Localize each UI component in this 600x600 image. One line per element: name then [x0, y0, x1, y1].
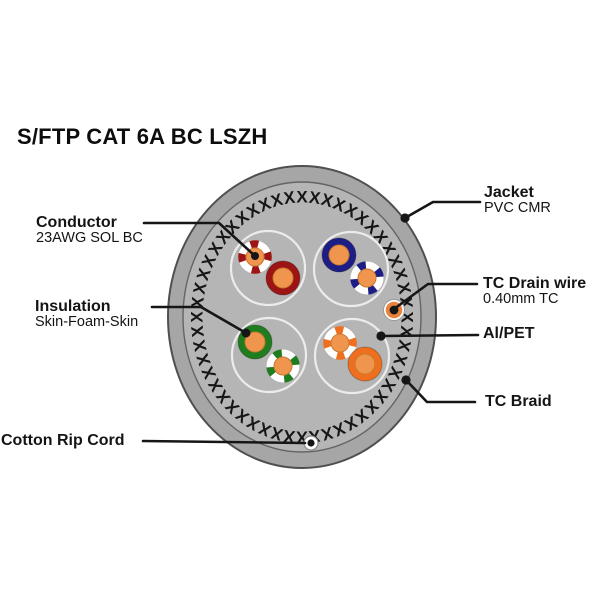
wire-blue-stripe	[349, 260, 385, 296]
conductor-core	[272, 267, 294, 289]
label-insulation-detail: Skin-Foam-Skin	[35, 314, 139, 330]
label-jacket: Jacket PVC CMR	[484, 185, 551, 216]
braid-x-glyph: X	[188, 324, 208, 338]
wire-orange-stripe	[322, 325, 358, 361]
stripe-dashes	[238, 240, 272, 274]
diagram-title: S/FTP CAT 6A BC LSZH	[17, 124, 268, 149]
rip-cord-center	[307, 439, 315, 447]
wire-brown-solid	[265, 260, 301, 296]
dot-jacket	[400, 213, 410, 223]
conductor-core	[354, 353, 376, 375]
wire-blue-solid	[321, 237, 357, 273]
rip-cord	[303, 435, 319, 451]
label-tc-braid-name: TC Braid	[485, 393, 552, 410]
braid-x-glyph: X	[282, 426, 296, 446]
dot-insulation	[241, 328, 251, 338]
conductor-core	[357, 268, 377, 288]
dot-tc-braid	[401, 375, 411, 385]
stripe-dashes	[323, 326, 357, 360]
conductor-core	[244, 331, 266, 353]
braid-x-glyph: X	[188, 311, 207, 323]
label-conductor-name: Conductor	[36, 214, 117, 231]
braid-x-glyph: X	[308, 188, 322, 208]
braid-x-glyph: X	[188, 295, 208, 309]
conductor-core	[273, 356, 293, 376]
label-tc-drain-wire-detail: 0.40mm TC	[483, 291, 559, 307]
leader-lines	[141, 200, 482, 445]
braid-x-glyph: X	[393, 281, 414, 297]
braid-x-glyph: X	[296, 188, 308, 207]
label-tc-drain-wire-name: TC Drain wire	[483, 275, 587, 292]
dot-al-pet	[376, 331, 386, 341]
leader-line-insulation	[150, 305, 248, 335]
braid-x-glyph: X	[190, 280, 211, 296]
label-al-pet-name: Al/PET	[483, 325, 535, 342]
conductor-core	[328, 244, 350, 266]
leader-line-rip-cord	[141, 439, 307, 445]
braid-x-glyph: X	[282, 188, 296, 208]
label-conductor-detail: 23AWG SOL BC	[36, 230, 143, 246]
leader-line-al-pet	[379, 333, 480, 338]
label-cotton-rip-cord: Cotton Rip Cord	[1, 432, 125, 449]
label-tc-drain-wire: TC Drain wire 0.40mm TC	[483, 276, 586, 307]
label-insulation-name: Insulation	[35, 298, 111, 315]
leader-line-tc-braid	[404, 378, 477, 404]
wire-green-stripe	[265, 348, 301, 384]
dot-conductor	[251, 252, 259, 260]
leader-line-jacket	[403, 200, 482, 220]
braid-x-glyph: X	[393, 338, 414, 354]
label-cotton-rip-cord-name: Cotton Rip Cord	[1, 432, 125, 449]
leader-line-conductor	[142, 221, 257, 258]
label-insulation: Insulation Skin-Foam-Skin	[35, 299, 138, 330]
leader-dots	[241, 213, 411, 385]
label-jacket-name: Jacket	[484, 184, 534, 201]
wire-orange-solid	[347, 346, 383, 382]
label-conductor: Conductor 23AWG SOL BC	[36, 215, 143, 246]
wire-green-solid	[237, 324, 273, 360]
conductor-core	[330, 333, 350, 353]
label-jacket-detail: PVC CMR	[484, 200, 551, 216]
leader-line-drain-wire	[392, 282, 479, 311]
label-tc-braid: TC Braid	[485, 393, 552, 410]
braid-x-glyph: X	[189, 338, 210, 354]
label-al-pet: Al/PET	[483, 325, 535, 342]
